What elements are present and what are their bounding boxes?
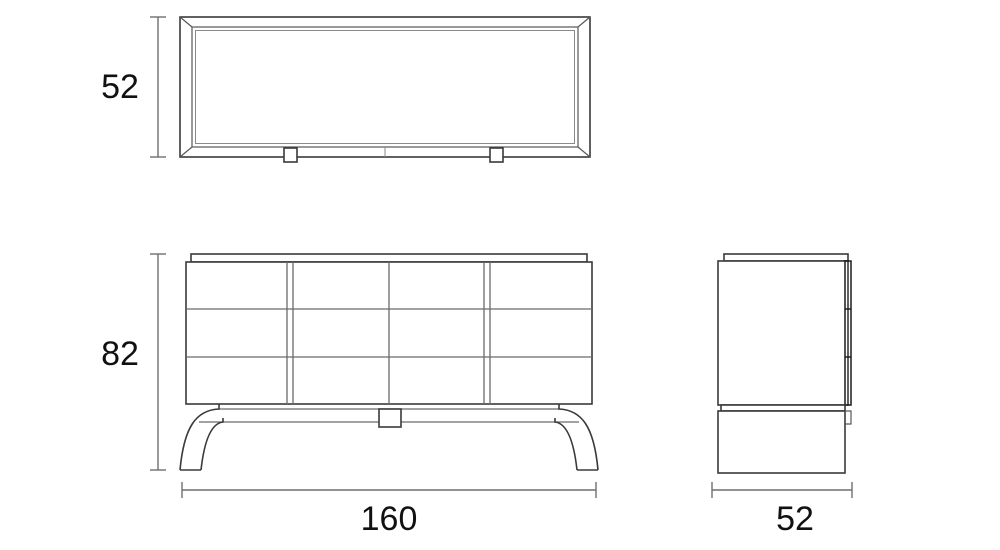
top-view-panel xyxy=(195,30,575,144)
side-view-plinth-box xyxy=(717,410,846,474)
front-view-leg-right-outer xyxy=(558,404,599,471)
top-view-mitre-br xyxy=(577,146,591,158)
front-view-centre-foot-block xyxy=(378,408,402,428)
dimension-label-top-depth: 52 xyxy=(101,68,139,106)
front-view: 82 160 xyxy=(101,253,599,538)
top-view-mitre-bl xyxy=(179,146,193,158)
dimension-front-width: 160 xyxy=(181,482,597,538)
side-view-hinge-strip xyxy=(844,260,852,406)
dimension-label-front-height: 82 xyxy=(101,335,139,373)
dimension-top-depth: 52 xyxy=(101,16,166,158)
top-view-mitre-tl xyxy=(179,16,193,28)
side-view-plinth-notch xyxy=(845,410,852,425)
side-view: 52 xyxy=(711,253,853,538)
front-view-leg-right-inner xyxy=(554,418,578,471)
side-view-top-slab xyxy=(723,253,849,262)
dimension-front-height: 82 xyxy=(101,253,166,471)
top-view-foot-tab-right xyxy=(489,147,504,163)
top-view-foot-tab-left xyxy=(283,147,298,163)
front-view-leg-left-outer xyxy=(179,404,220,471)
side-view-plinth-rail xyxy=(720,404,846,412)
dimension-side-depth: 52 xyxy=(711,482,853,538)
front-view-leg-left-inner xyxy=(200,418,224,471)
front-view-top-slab xyxy=(190,253,588,263)
top-view-mitre-tr xyxy=(577,16,591,28)
dimension-label-side-depth: 52 xyxy=(776,500,814,538)
side-view-cabinet-body xyxy=(717,260,849,406)
top-view: 52 xyxy=(101,16,591,163)
dimension-label-front-width: 160 xyxy=(361,500,418,538)
top-view-outer-frame xyxy=(179,16,591,158)
